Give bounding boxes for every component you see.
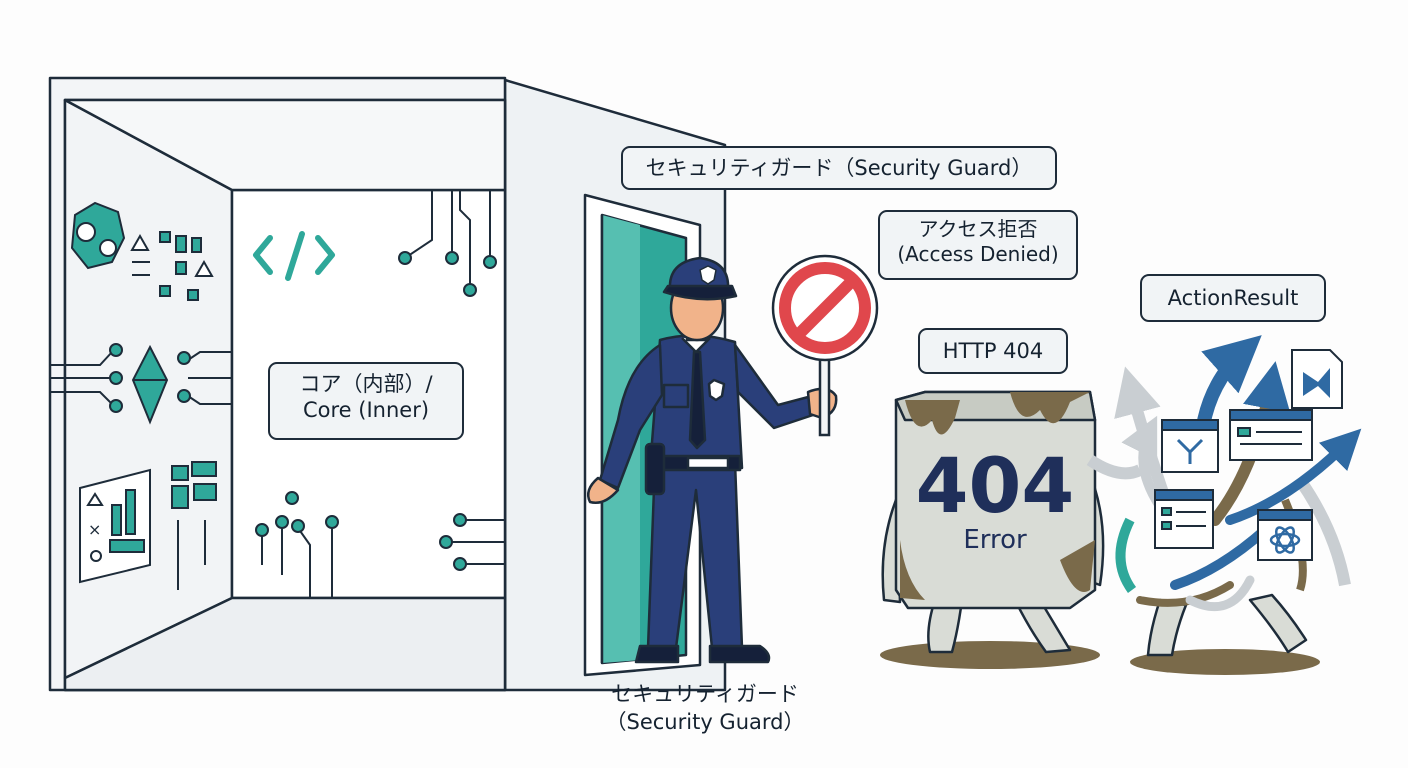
action-result-text: ActionResult [1167,286,1299,310]
error-404-monster [880,390,1105,669]
vscode-icon [1291,349,1343,409]
security-guard-bottom-caption: セキュリティガード （Security Guard） [555,680,855,737]
tangle-windows [1154,349,1343,561]
svg-text:×: × [88,520,101,539]
window-form-icon [1154,489,1214,549]
security-guard-bottom-en-text: （Security Guard） [605,710,805,735]
code-brackets-icon [253,231,335,281]
http-404-text: HTTP 404 [942,339,1044,363]
core-jp-text: コア（内部）/ [299,372,433,396]
error-code-text: 404 [916,441,1075,530]
left-wall-decorations: × [50,201,232,590]
action-result-label: ActionResult [1140,274,1326,322]
back-wall-decorations [253,190,505,598]
access-denied-en-text: (Access Denied) [897,242,1059,266]
window-list-icon [1229,409,1313,461]
no-entry-sign-icon [771,254,879,437]
security-guard [587,256,838,664]
core-en-text: Core (Inner) [302,398,430,423]
access-denied-label: アクセス拒否 (Access Denied) [878,210,1078,280]
core-inner-label: コア（内部）/ Core (Inner) [268,362,464,440]
window-atom-icon [1257,509,1313,561]
error-label-text: Error [963,525,1027,555]
security-guard-top-text: セキュリティガード（Security Guard） [645,156,1033,180]
security-guard-bottom-jp-text: セキュリティガード [611,682,799,706]
window-flow-icon [1161,419,1219,473]
http-404-label: HTTP 404 [918,328,1068,374]
action-result-monster [1086,454,1351,675]
access-denied-jp-text: アクセス拒否 [918,217,1038,241]
security-guard-top-label: セキュリティガード（Security Guard） [621,146,1057,190]
